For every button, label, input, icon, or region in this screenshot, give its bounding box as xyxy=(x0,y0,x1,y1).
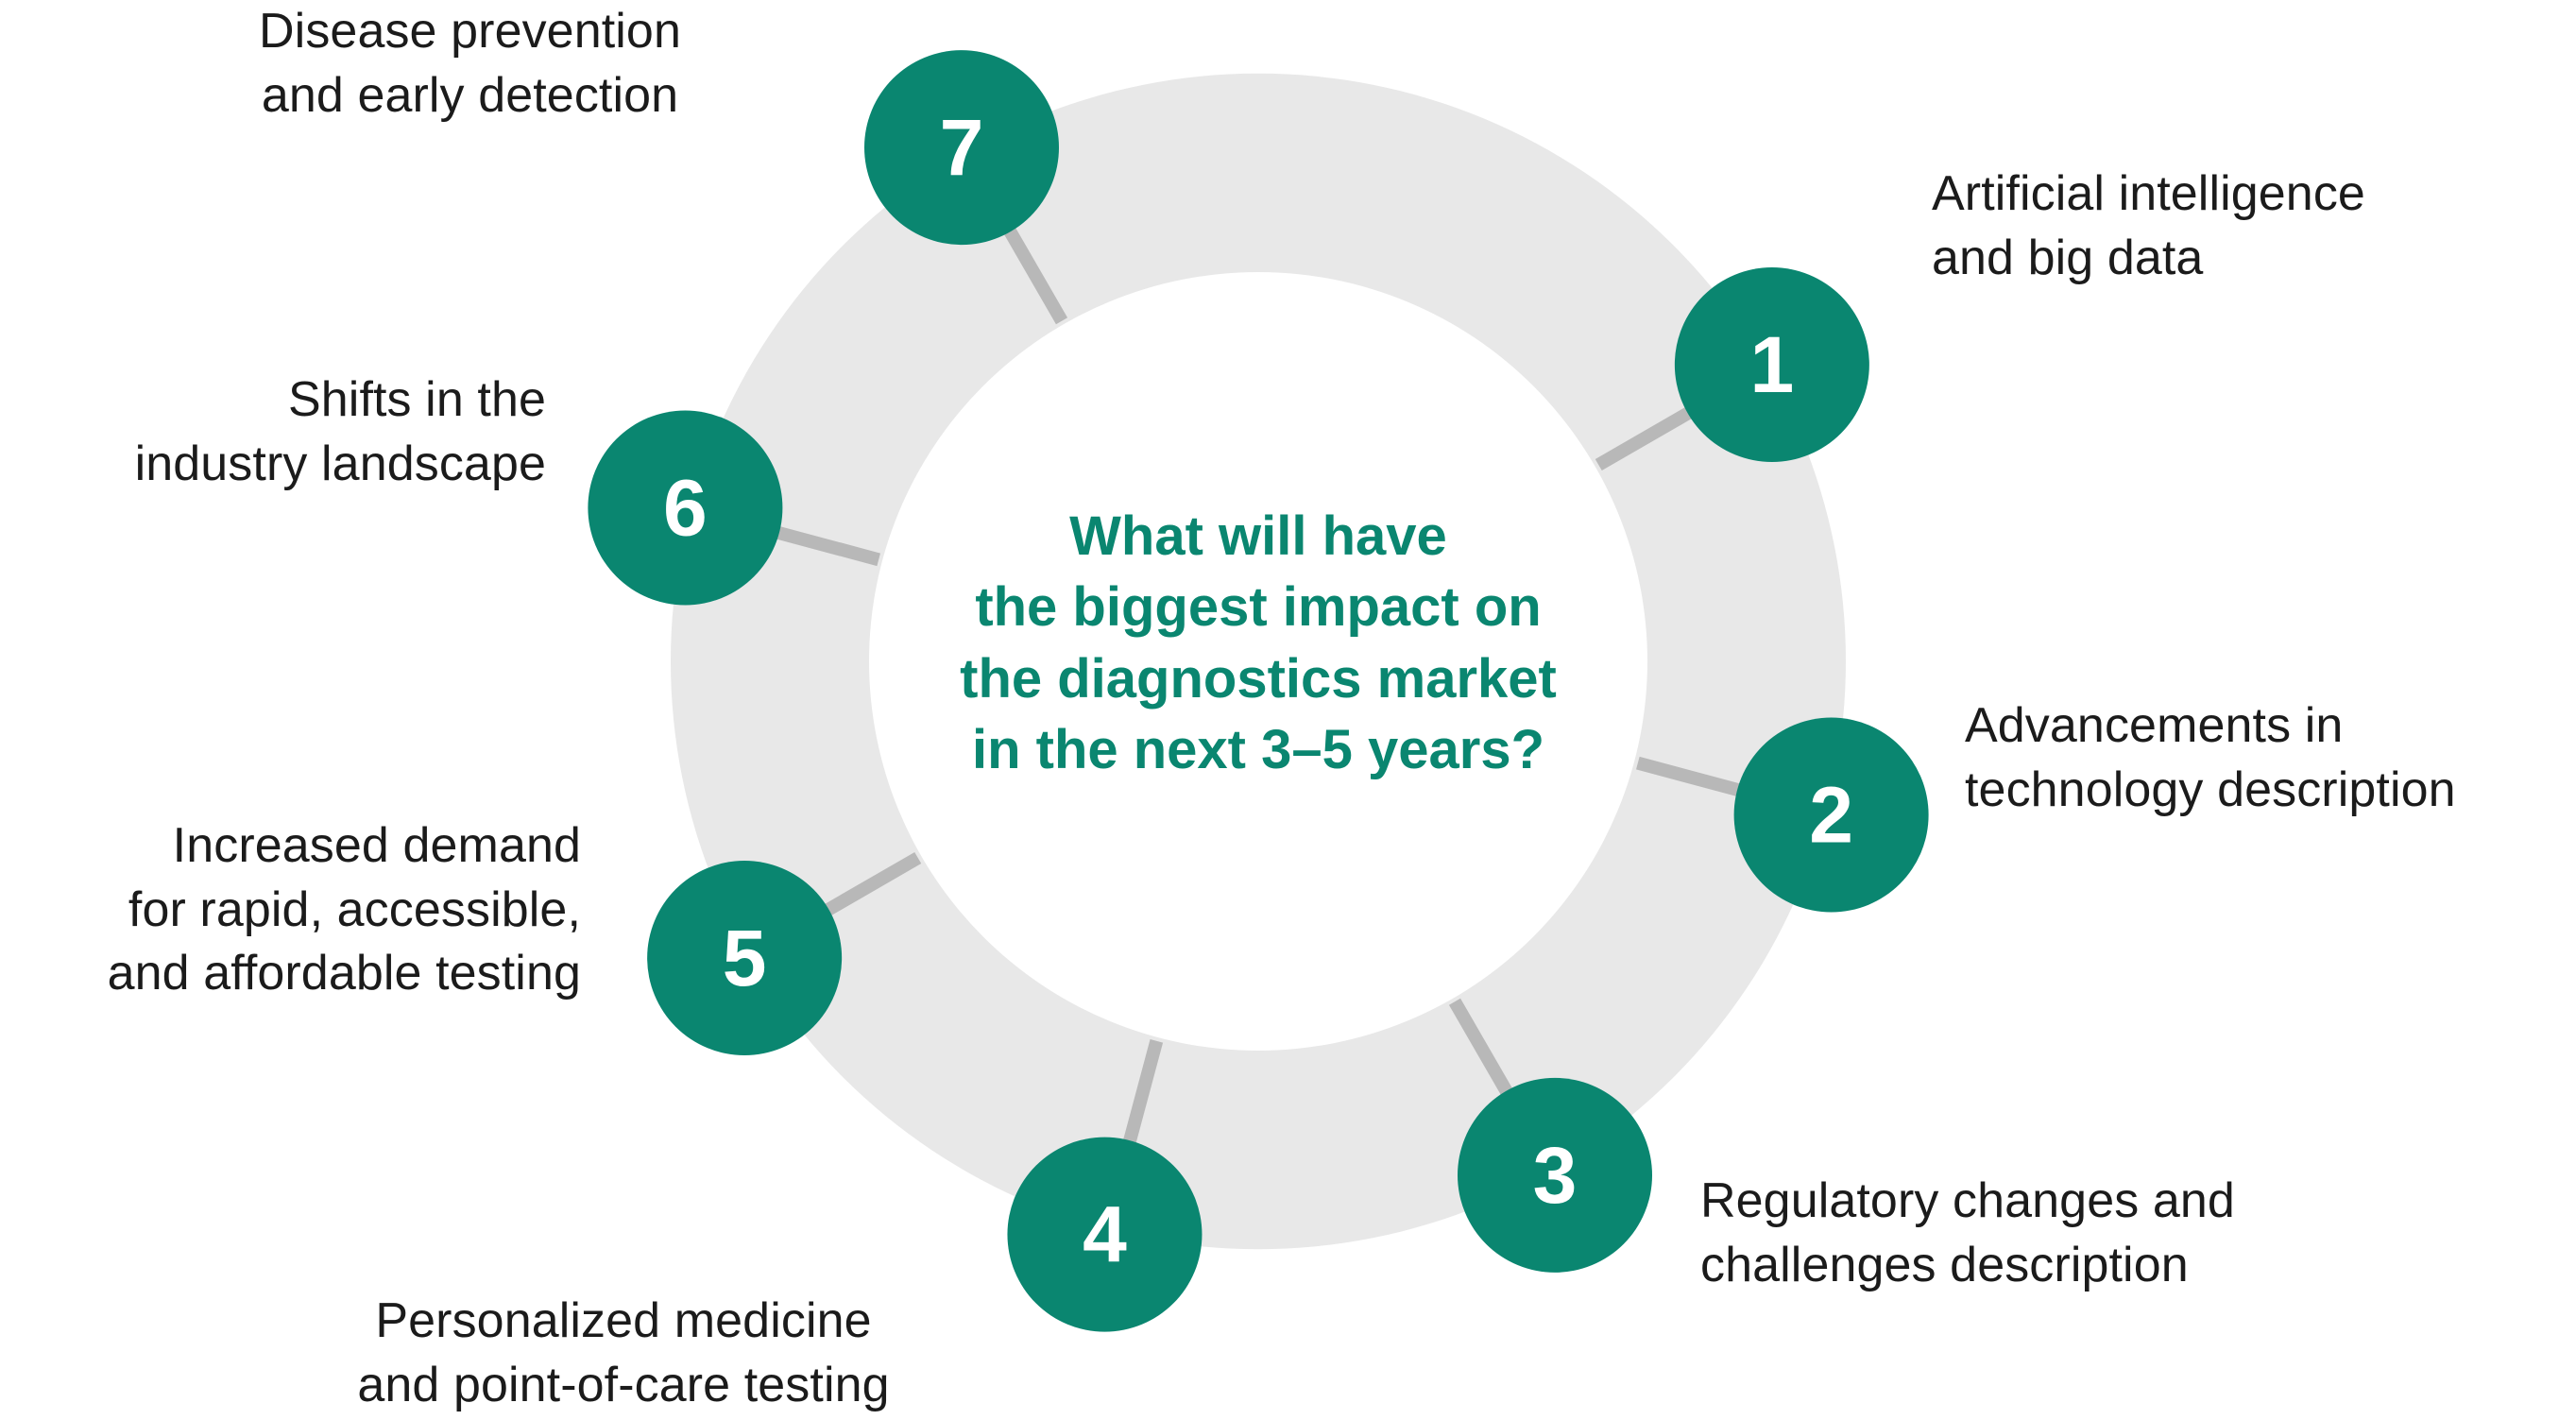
node-1[interactable]: 1 xyxy=(1674,267,1869,462)
node-label-1: Artificial intelligence and big data xyxy=(1932,166,2365,285)
node-5[interactable]: 5 xyxy=(647,861,843,1055)
node-label-4: Personalized medicine and point-of-care … xyxy=(357,1293,890,1412)
node-4[interactable]: 4 xyxy=(1007,1137,1203,1332)
node-circle-7[interactable] xyxy=(864,50,1059,246)
connector-line-2 xyxy=(1636,756,1741,797)
node-circle-1[interactable] xyxy=(1674,267,1869,462)
node-number-2: 2 xyxy=(1809,771,1853,860)
node-label-7: Disease prevention and early detection xyxy=(259,4,681,123)
node-3[interactable]: 3 xyxy=(1458,1077,1652,1273)
connector-line-6 xyxy=(776,525,880,567)
node-label-2: Advancements in technology description xyxy=(1965,698,2456,817)
node-circle-2[interactable] xyxy=(1733,717,1929,913)
node-number-3: 3 xyxy=(1533,1131,1578,1220)
center-question: What will have the biggest impact on the… xyxy=(960,505,1557,781)
node-circle-6[interactable] xyxy=(588,410,783,606)
node-label-5: Increased demand for rapid, accessible, … xyxy=(107,818,581,1001)
connector-group xyxy=(776,227,1741,1144)
node-number-1: 1 xyxy=(1750,320,1795,409)
connector-line-7 xyxy=(1003,227,1068,325)
connector-line-3 xyxy=(1448,998,1513,1096)
node-label-3: Regulatory changes and challenges descri… xyxy=(1700,1173,2235,1292)
node-7[interactable]: 7 xyxy=(864,50,1059,246)
node-circle-3[interactable] xyxy=(1458,1077,1652,1273)
node-number-4: 4 xyxy=(1083,1190,1127,1279)
connector-line-4 xyxy=(1122,1039,1164,1144)
node-6[interactable]: 6 xyxy=(588,410,783,606)
node-number-5: 5 xyxy=(723,914,767,1002)
donut-ring xyxy=(670,73,1846,1250)
node-2[interactable]: 2 xyxy=(1733,717,1929,913)
node-number-7: 7 xyxy=(940,103,984,192)
ring-group xyxy=(670,73,1846,1250)
connector-line-5 xyxy=(824,851,922,916)
node-circle-4[interactable] xyxy=(1007,1137,1203,1332)
node-number-6: 6 xyxy=(663,463,708,552)
node-circle-5[interactable] xyxy=(647,861,843,1055)
node-group: 1 2 3 4 5 6 7 xyxy=(588,50,1929,1332)
node-label-6: Shifts in the industry landscape xyxy=(134,372,546,491)
connector-line-1 xyxy=(1595,406,1693,471)
